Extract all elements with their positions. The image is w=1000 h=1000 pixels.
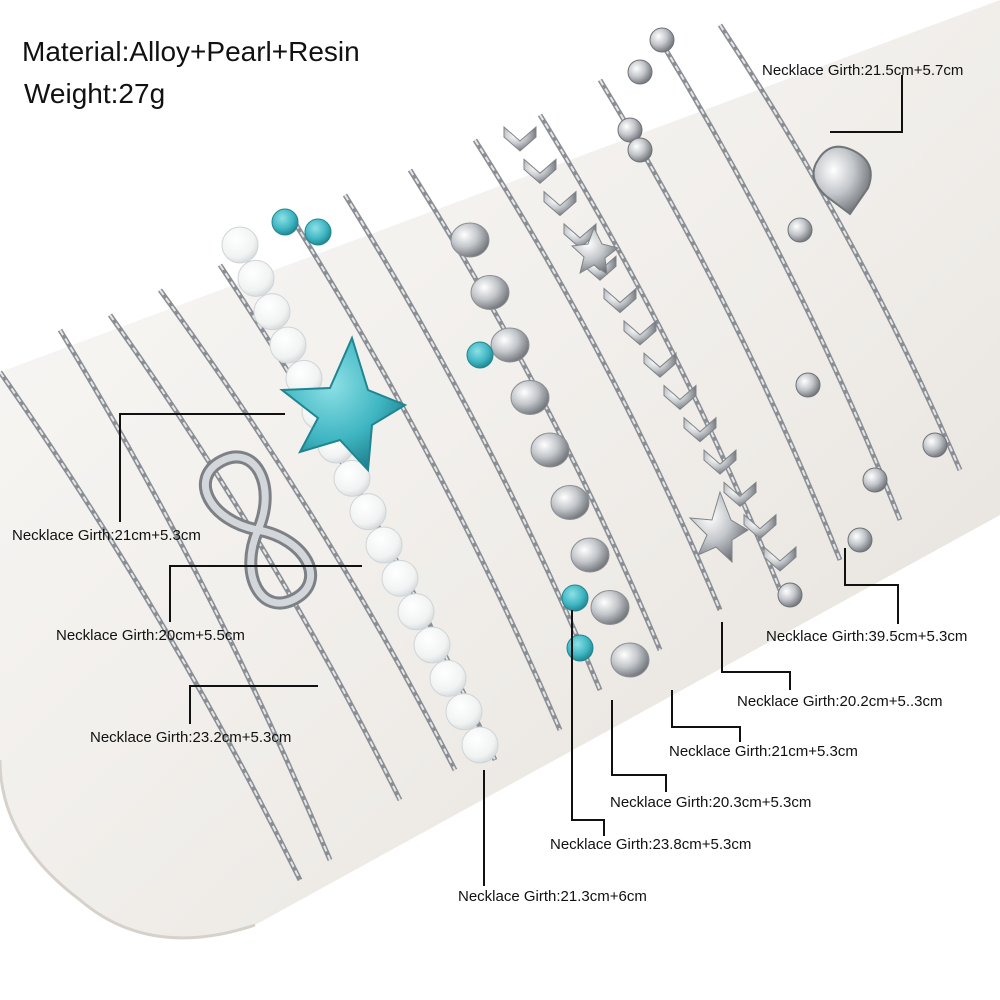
pearl-bead [333,459,371,497]
arrow-link [723,481,757,508]
silver-bead [862,467,888,493]
stand-edge [0,759,256,940]
chain-links [289,214,561,731]
silver-bead [847,527,873,553]
arrow-link [643,352,677,378]
pearl-bead [429,659,467,697]
chain-strand [342,193,603,691]
turquoise-bead [271,208,299,236]
label-beads-round: Necklace Girth:39.5cm+5.3cm [766,628,968,645]
silver-bead [795,372,821,398]
label-chain-b: Necklace Girth:23.2cm+5.3cm [90,729,292,746]
leader-line [671,690,741,742]
silver-bead [617,117,643,143]
arrow-link [763,545,797,572]
arrow-link [743,513,777,540]
leader-lines [119,75,903,886]
chain-links [474,139,721,611]
arrow-link [663,384,697,411]
label-chain-a: Necklace Girth:20cm+5.5cm [56,627,245,644]
label-heart: Necklace Girth:21.5cm+5.7cm [762,62,964,79]
turquoise-bead [466,341,494,369]
sequin-disc [530,432,570,468]
sequin-disc [610,642,650,678]
pearl-bead [221,226,259,264]
chain-links [659,39,901,521]
leader-line [189,685,318,724]
silver-bead [627,137,653,163]
leader-line [119,413,285,522]
pearl-bead [237,259,275,297]
sequin-disc [590,590,630,625]
sequin-disc [510,380,550,415]
arrow-link [603,287,637,314]
chain-links [719,24,961,471]
leader-line [571,610,605,836]
leader-line [844,548,899,624]
sequin-disc [490,327,530,363]
pearl-bead [445,693,483,731]
sequin-disc [550,485,590,520]
pearl-bead [413,626,451,664]
turquoise-bead [561,584,589,612]
chain-links [539,114,781,591]
arrow-link [503,125,537,152]
arrow-link [703,448,737,475]
starfish-charm [279,335,408,473]
chain-links [59,329,331,861]
arrow-link [683,416,717,443]
pearl-bead [381,559,419,597]
pearl-bead [365,526,403,564]
material-text: Material:Alloy+Pearl+Resin [22,36,360,67]
label-white-beads: Necklace Girth:21.3cm+6cm [458,888,647,905]
silver-bead [922,432,948,458]
small-star-charm [570,226,620,276]
weight-text: Weight:27g [24,78,166,109]
sequin-disc [450,222,490,258]
leader-line [721,622,791,690]
silver-bead [627,59,653,85]
silver-bead [777,582,803,608]
label-star: Necklace Girth:21cm+5.3cm [669,743,858,760]
chain-links [0,371,301,881]
chain-links [159,289,456,771]
leader-line [830,75,903,133]
silver-bead [787,217,813,243]
pearl-bead [349,493,387,531]
label-turquoise: Necklace Girth:23.8cm+5.3cm [550,836,752,853]
heart-charm [812,145,872,216]
sequin-disc [570,537,610,573]
infinity-charm [198,450,318,610]
star-charm [688,490,749,564]
silver-bead [649,27,675,53]
leader-line [169,565,362,622]
arrow-link [623,319,657,346]
label-arrow: Necklace Girth:20.2cm+5..3cm [737,693,943,710]
label-sequin: Necklace Girth:20.3cm+5.3cm [610,794,812,811]
chain-links [109,314,401,801]
arrow-link [543,190,577,217]
turquoise-bead [304,218,332,246]
label-infinity: Necklace Girth:21cm+5.3cm [12,527,201,544]
leader-line [611,700,667,792]
turquoise-bead [566,634,594,662]
pearl-bead [461,726,499,764]
pearl-bead [269,326,307,364]
pearl-bead [397,593,435,631]
pearl-bead [253,293,291,331]
sequin-disc [470,275,510,310]
arrow-link [523,158,557,184]
